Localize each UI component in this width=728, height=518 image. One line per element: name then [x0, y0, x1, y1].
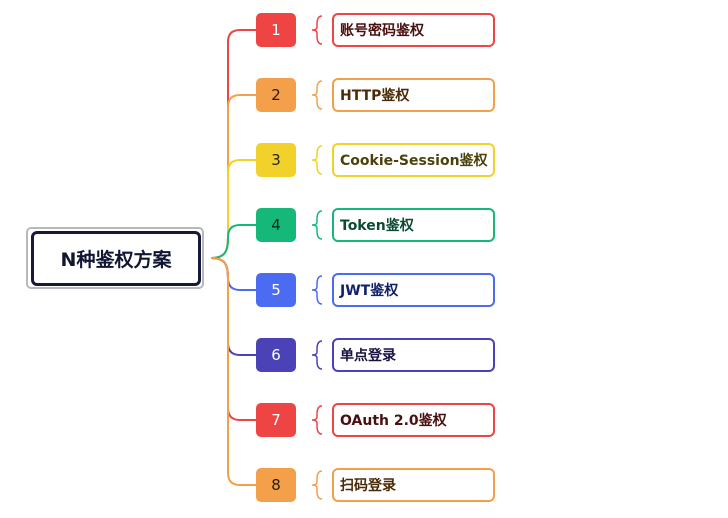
- branch-label-8[interactable]: 扫码登录: [332, 468, 495, 502]
- branch-number-8[interactable]: 8: [256, 468, 296, 502]
- branch-number-5[interactable]: 5: [256, 273, 296, 307]
- brace-icon-8: [311, 470, 323, 500]
- branch-connector-2: [210, 94, 256, 259]
- branch-connector-5: [210, 257, 256, 291]
- branch-number-3[interactable]: 3: [256, 143, 296, 177]
- brace-icon-5: [311, 275, 323, 305]
- branch-label-5[interactable]: JWT鉴权: [332, 273, 495, 307]
- branch-label-3[interactable]: Cookie-Session鉴权: [332, 143, 495, 177]
- branch-label-6[interactable]: 单点登录: [332, 338, 495, 372]
- branch-connector-4: [210, 224, 256, 259]
- branch-connector-8: [210, 257, 256, 486]
- branch-label-4[interactable]: Token鉴权: [332, 208, 495, 242]
- branch-number-6[interactable]: 6: [256, 338, 296, 372]
- branch-number-1[interactable]: 1: [256, 13, 296, 47]
- root-node[interactable]: N种鉴权方案: [31, 231, 201, 286]
- branch-connector-1: [210, 29, 256, 259]
- brace-icon-4: [311, 210, 323, 240]
- brace-icon-2: [311, 80, 323, 110]
- branch-number-2[interactable]: 2: [256, 78, 296, 112]
- branch-number-7[interactable]: 7: [256, 403, 296, 437]
- branch-number-4[interactable]: 4: [256, 208, 296, 242]
- branch-connector-7: [210, 257, 256, 421]
- branch-label-7[interactable]: OAuth 2.0鉴权: [332, 403, 495, 437]
- branch-label-1[interactable]: 账号密码鉴权: [332, 13, 495, 47]
- brace-icon-1: [311, 15, 323, 45]
- branch-connector-3: [210, 159, 256, 259]
- brace-icon-6: [311, 340, 323, 370]
- brace-icon-7: [311, 405, 323, 435]
- branch-connector-6: [210, 257, 256, 356]
- branch-label-2[interactable]: HTTP鉴权: [332, 78, 495, 112]
- brace-icon-3: [311, 145, 323, 175]
